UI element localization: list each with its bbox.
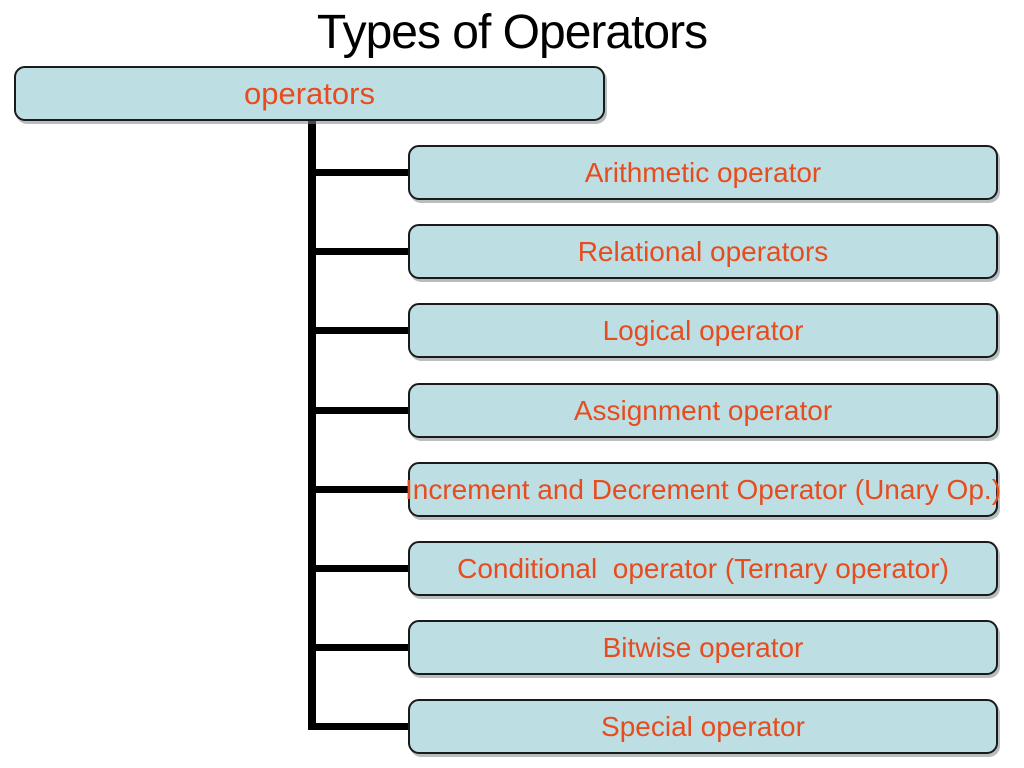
node-assignment-operator: Assignment operator — [408, 383, 998, 438]
node-label: Relational operators — [577, 235, 829, 267]
connector-line-assignment — [310, 407, 408, 414]
connector-line-increment-decrement — [310, 486, 408, 493]
node-logical-operator: Logical operator — [408, 303, 998, 358]
connector-line-logical — [310, 327, 408, 334]
node-label: Conditional operator (Ternary operator) — [457, 552, 949, 584]
node-arithmetic-operator: Arithmetic operator — [408, 145, 998, 200]
slide-title: Types of Operators — [316, 6, 708, 59]
node-label: Bitwise operator — [602, 631, 804, 663]
node-increment-decrement-operator: Increment and Decrement Operator (Unary … — [405, 462, 1002, 517]
connector-line-bitwise — [310, 644, 408, 651]
connector-line-special — [310, 723, 408, 730]
connector-line-arithmetic — [310, 169, 408, 176]
node-label: Logical operator — [602, 314, 804, 346]
root-node-operators: operators — [14, 66, 605, 121]
connector-line-relational — [310, 248, 408, 255]
node-label: Special operator — [601, 710, 805, 742]
node-relational-operators: Relational operators — [408, 224, 998, 279]
node-label: Increment and Decrement Operator (Unary … — [405, 473, 1002, 505]
node-label: Arithmetic operator — [584, 156, 822, 188]
node-conditional-operator: Conditional operator (Ternary operator) — [408, 541, 998, 596]
node-label: Assignment operator — [573, 394, 833, 426]
tree-vertical-line — [308, 121, 316, 730]
root-node-label: operators — [244, 75, 375, 111]
node-special-operator: Special operator — [408, 699, 998, 754]
node-bitwise-operator: Bitwise operator — [408, 620, 998, 675]
connector-line-conditional — [310, 565, 408, 572]
